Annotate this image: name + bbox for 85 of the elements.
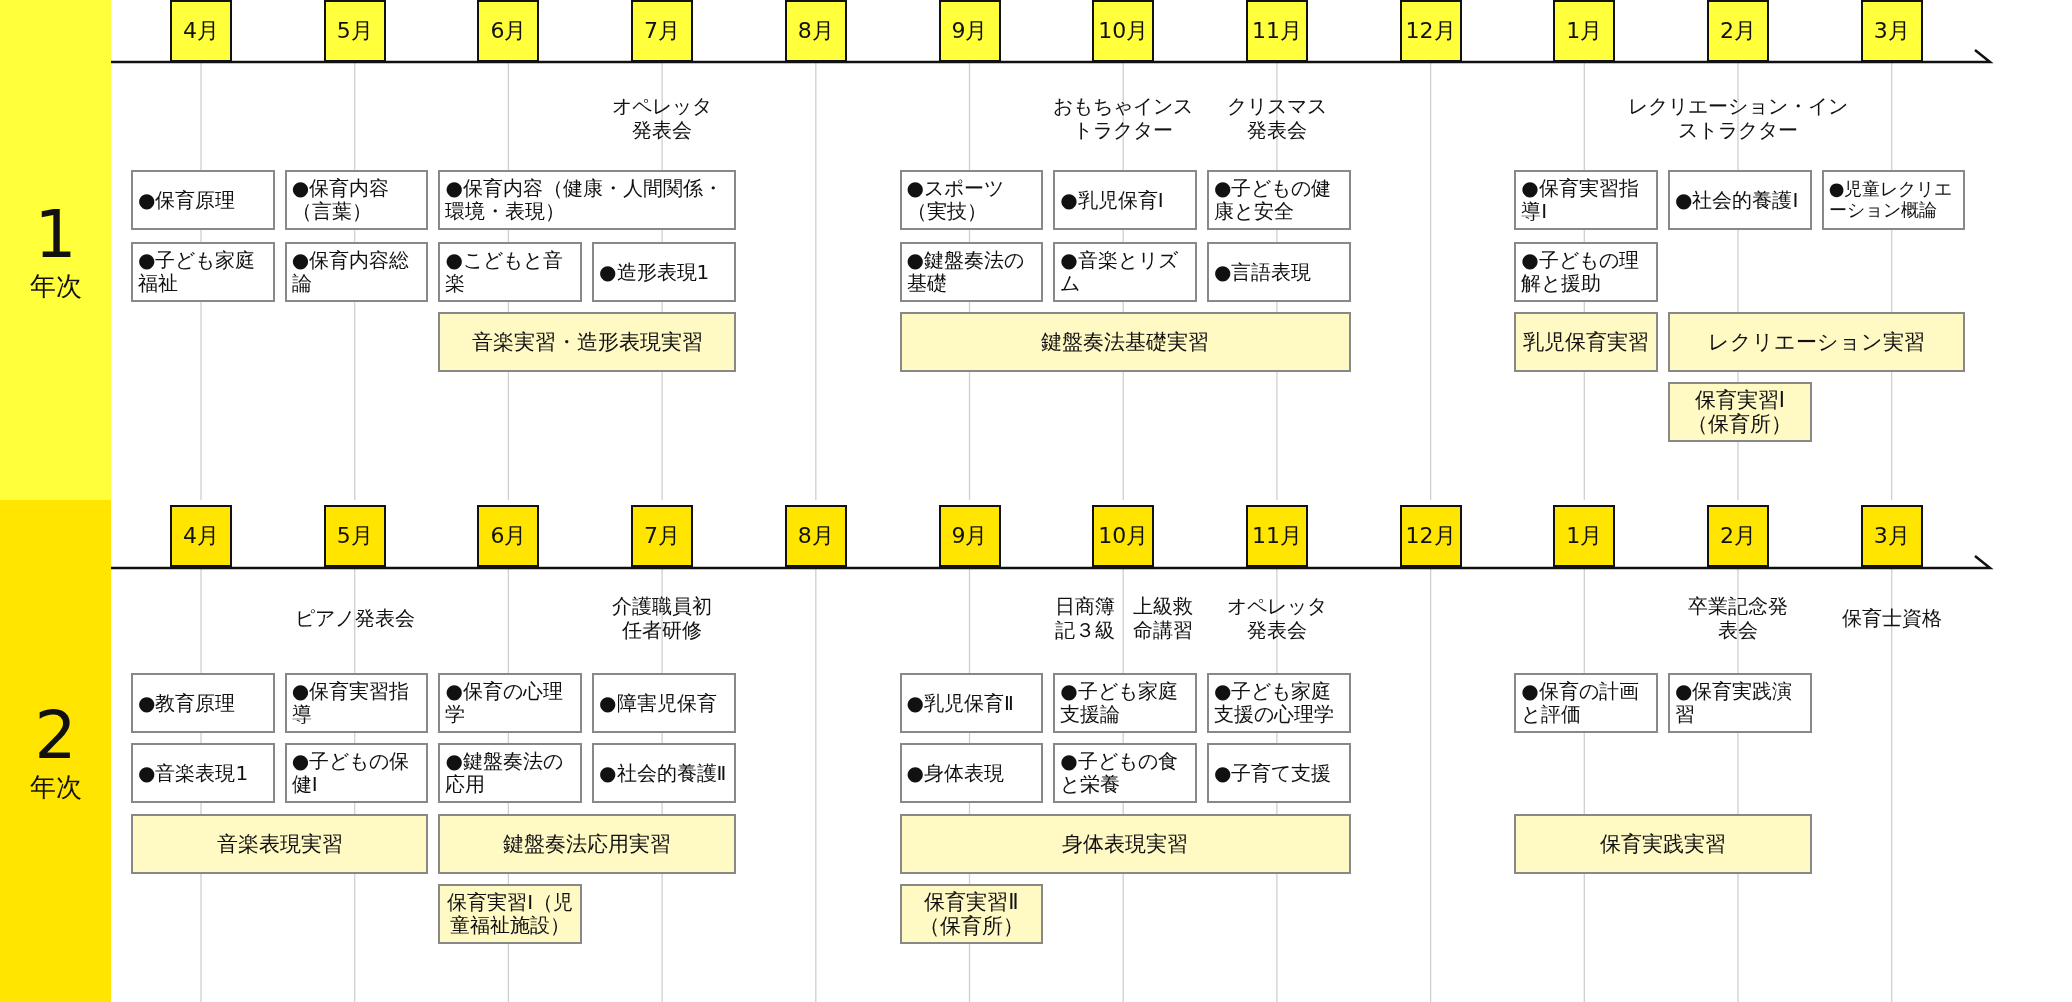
event-label: おもちゃインストラクター — [1052, 93, 1195, 144]
event-label: オペレッタ発表会 — [1225, 593, 1328, 644]
month-box: 1月 — [1553, 505, 1616, 567]
event-label: ピアノ発表会 — [293, 605, 416, 632]
course-box: ●子どもの保健Ⅰ — [284, 743, 429, 803]
event-label: 介護職員初任者研修 — [611, 593, 714, 644]
month-box: 2月 — [1707, 0, 1769, 62]
course-box: ●子どもの食と栄養 — [1053, 743, 1197, 803]
month-box: 4月 — [170, 0, 232, 62]
practicum-box: 身体表現実習 — [899, 814, 1351, 874]
event-label: オペレッタ発表会 — [611, 93, 714, 144]
practicum-box: レクリエーション実習 — [1668, 312, 1966, 372]
event-label: 日商簿記３級 — [1055, 593, 1115, 644]
month-box: 12月 — [1399, 0, 1462, 62]
course-box: ●教育原理 — [131, 673, 275, 733]
month-box: 9月 — [938, 0, 1001, 62]
practicum-box: 保育実習Ⅱ（保育所） — [899, 884, 1044, 944]
event-label: レクリエーション・インストラクター — [1627, 93, 1849, 144]
month-box: 3月 — [1860, 0, 1923, 62]
year-band — [0, 0, 111, 500]
course-box: ●乳児保育Ⅱ — [899, 673, 1044, 733]
course-box: ●子ども家庭福祉 — [131, 242, 275, 302]
month-box: 2月 — [1707, 505, 1769, 567]
course-box: ●造形表現1 — [592, 242, 736, 302]
course-box: ●乳児保育Ⅰ — [1053, 170, 1197, 230]
month-box: 10月 — [1092, 0, 1155, 62]
month-box: 3月 — [1860, 505, 1923, 567]
course-box: ●子ども家庭支援論 — [1053, 673, 1197, 733]
event-label: 上級救命講習 — [1132, 593, 1194, 644]
course-box: ●保育原理 — [131, 170, 275, 230]
month-box: 6月 — [477, 505, 540, 567]
practicum-box: 鍵盤奏法応用実習 — [438, 814, 736, 874]
course-box: ●スポーツ（実技） — [899, 170, 1044, 230]
course-box: ●こどもと音楽 — [438, 242, 583, 302]
course-box: ●保育実習指導 — [284, 673, 429, 733]
month-box: 5月 — [323, 505, 386, 567]
course-box: ●子育て支援 — [1206, 743, 1351, 803]
course-box: ●障害児保育 — [592, 673, 736, 733]
month-box: 8月 — [784, 0, 847, 62]
year-number: 2 — [34, 700, 77, 773]
course-box: ●社会的養護Ⅱ — [592, 743, 736, 803]
month-box: 12月 — [1399, 505, 1462, 567]
practicum-box: 音楽表現実習 — [131, 814, 429, 874]
course-box: ●保育の計画と評価 — [1514, 673, 1658, 733]
month-box: 6月 — [477, 0, 540, 62]
month-box: 11月 — [1245, 505, 1308, 567]
practicum-box: 保育実践実習 — [1514, 814, 1812, 874]
course-box: ●保育実践演習 — [1668, 673, 1812, 733]
month-box: 1月 — [1553, 0, 1616, 62]
course-box: ●保育内容（健康・人間関係・環境・表現） — [438, 170, 736, 230]
year-label: 年次 — [29, 272, 82, 301]
course-box: ●児童レクリエーション概論 — [1821, 170, 1966, 230]
event-label: クリスマス発表会 — [1225, 93, 1328, 144]
practicum-box: 音楽実習・造形表現実習 — [438, 312, 736, 372]
event-label: 保育士資格 — [1840, 605, 1943, 632]
month-box: 5月 — [323, 0, 386, 62]
course-box: ●身体表現 — [899, 743, 1044, 803]
practicum-box: 保育実習Ⅰ（児童福祉施設） — [438, 884, 583, 944]
month-box: 7月 — [631, 505, 694, 567]
month-box: 11月 — [1245, 0, 1308, 62]
course-box: ●子どもの健康と安全 — [1206, 170, 1351, 230]
course-box: ●子ども家庭支援の心理学 — [1206, 673, 1351, 733]
practicum-box: 乳児保育実習 — [1514, 312, 1658, 372]
month-box: 9月 — [938, 505, 1001, 567]
course-box: ●保育実習指導Ⅰ — [1514, 170, 1658, 230]
course-box: ●言語表現 — [1206, 242, 1351, 302]
event-label: 卒業記念発表会 — [1687, 593, 1789, 644]
month-box: 7月 — [631, 0, 694, 62]
course-box: ●鍵盤奏法の応用 — [438, 743, 583, 803]
course-box: ●音楽とリズム — [1053, 242, 1197, 302]
course-box: ●保育内容（言葉） — [284, 170, 429, 230]
course-box: ●鍵盤奏法の基礎 — [899, 242, 1044, 302]
course-box: ●保育の心理学 — [438, 673, 583, 733]
course-box: ●音楽表現1 — [131, 743, 275, 803]
practicum-box: 保育実習Ⅰ（保育所） — [1668, 382, 1812, 442]
year-number: 1 — [34, 199, 77, 272]
course-box: ●保育内容総論 — [284, 242, 429, 302]
year-label: 年次 — [29, 773, 82, 802]
practicum-box: 鍵盤奏法基礎実習 — [899, 312, 1351, 372]
course-box: ●社会的養護Ⅰ — [1668, 170, 1812, 230]
course-box: ●子どもの理解と援助 — [1514, 242, 1658, 302]
month-box: 8月 — [784, 505, 847, 567]
year-band — [0, 500, 111, 1002]
month-box: 4月 — [170, 505, 232, 567]
month-box: 10月 — [1092, 505, 1155, 567]
